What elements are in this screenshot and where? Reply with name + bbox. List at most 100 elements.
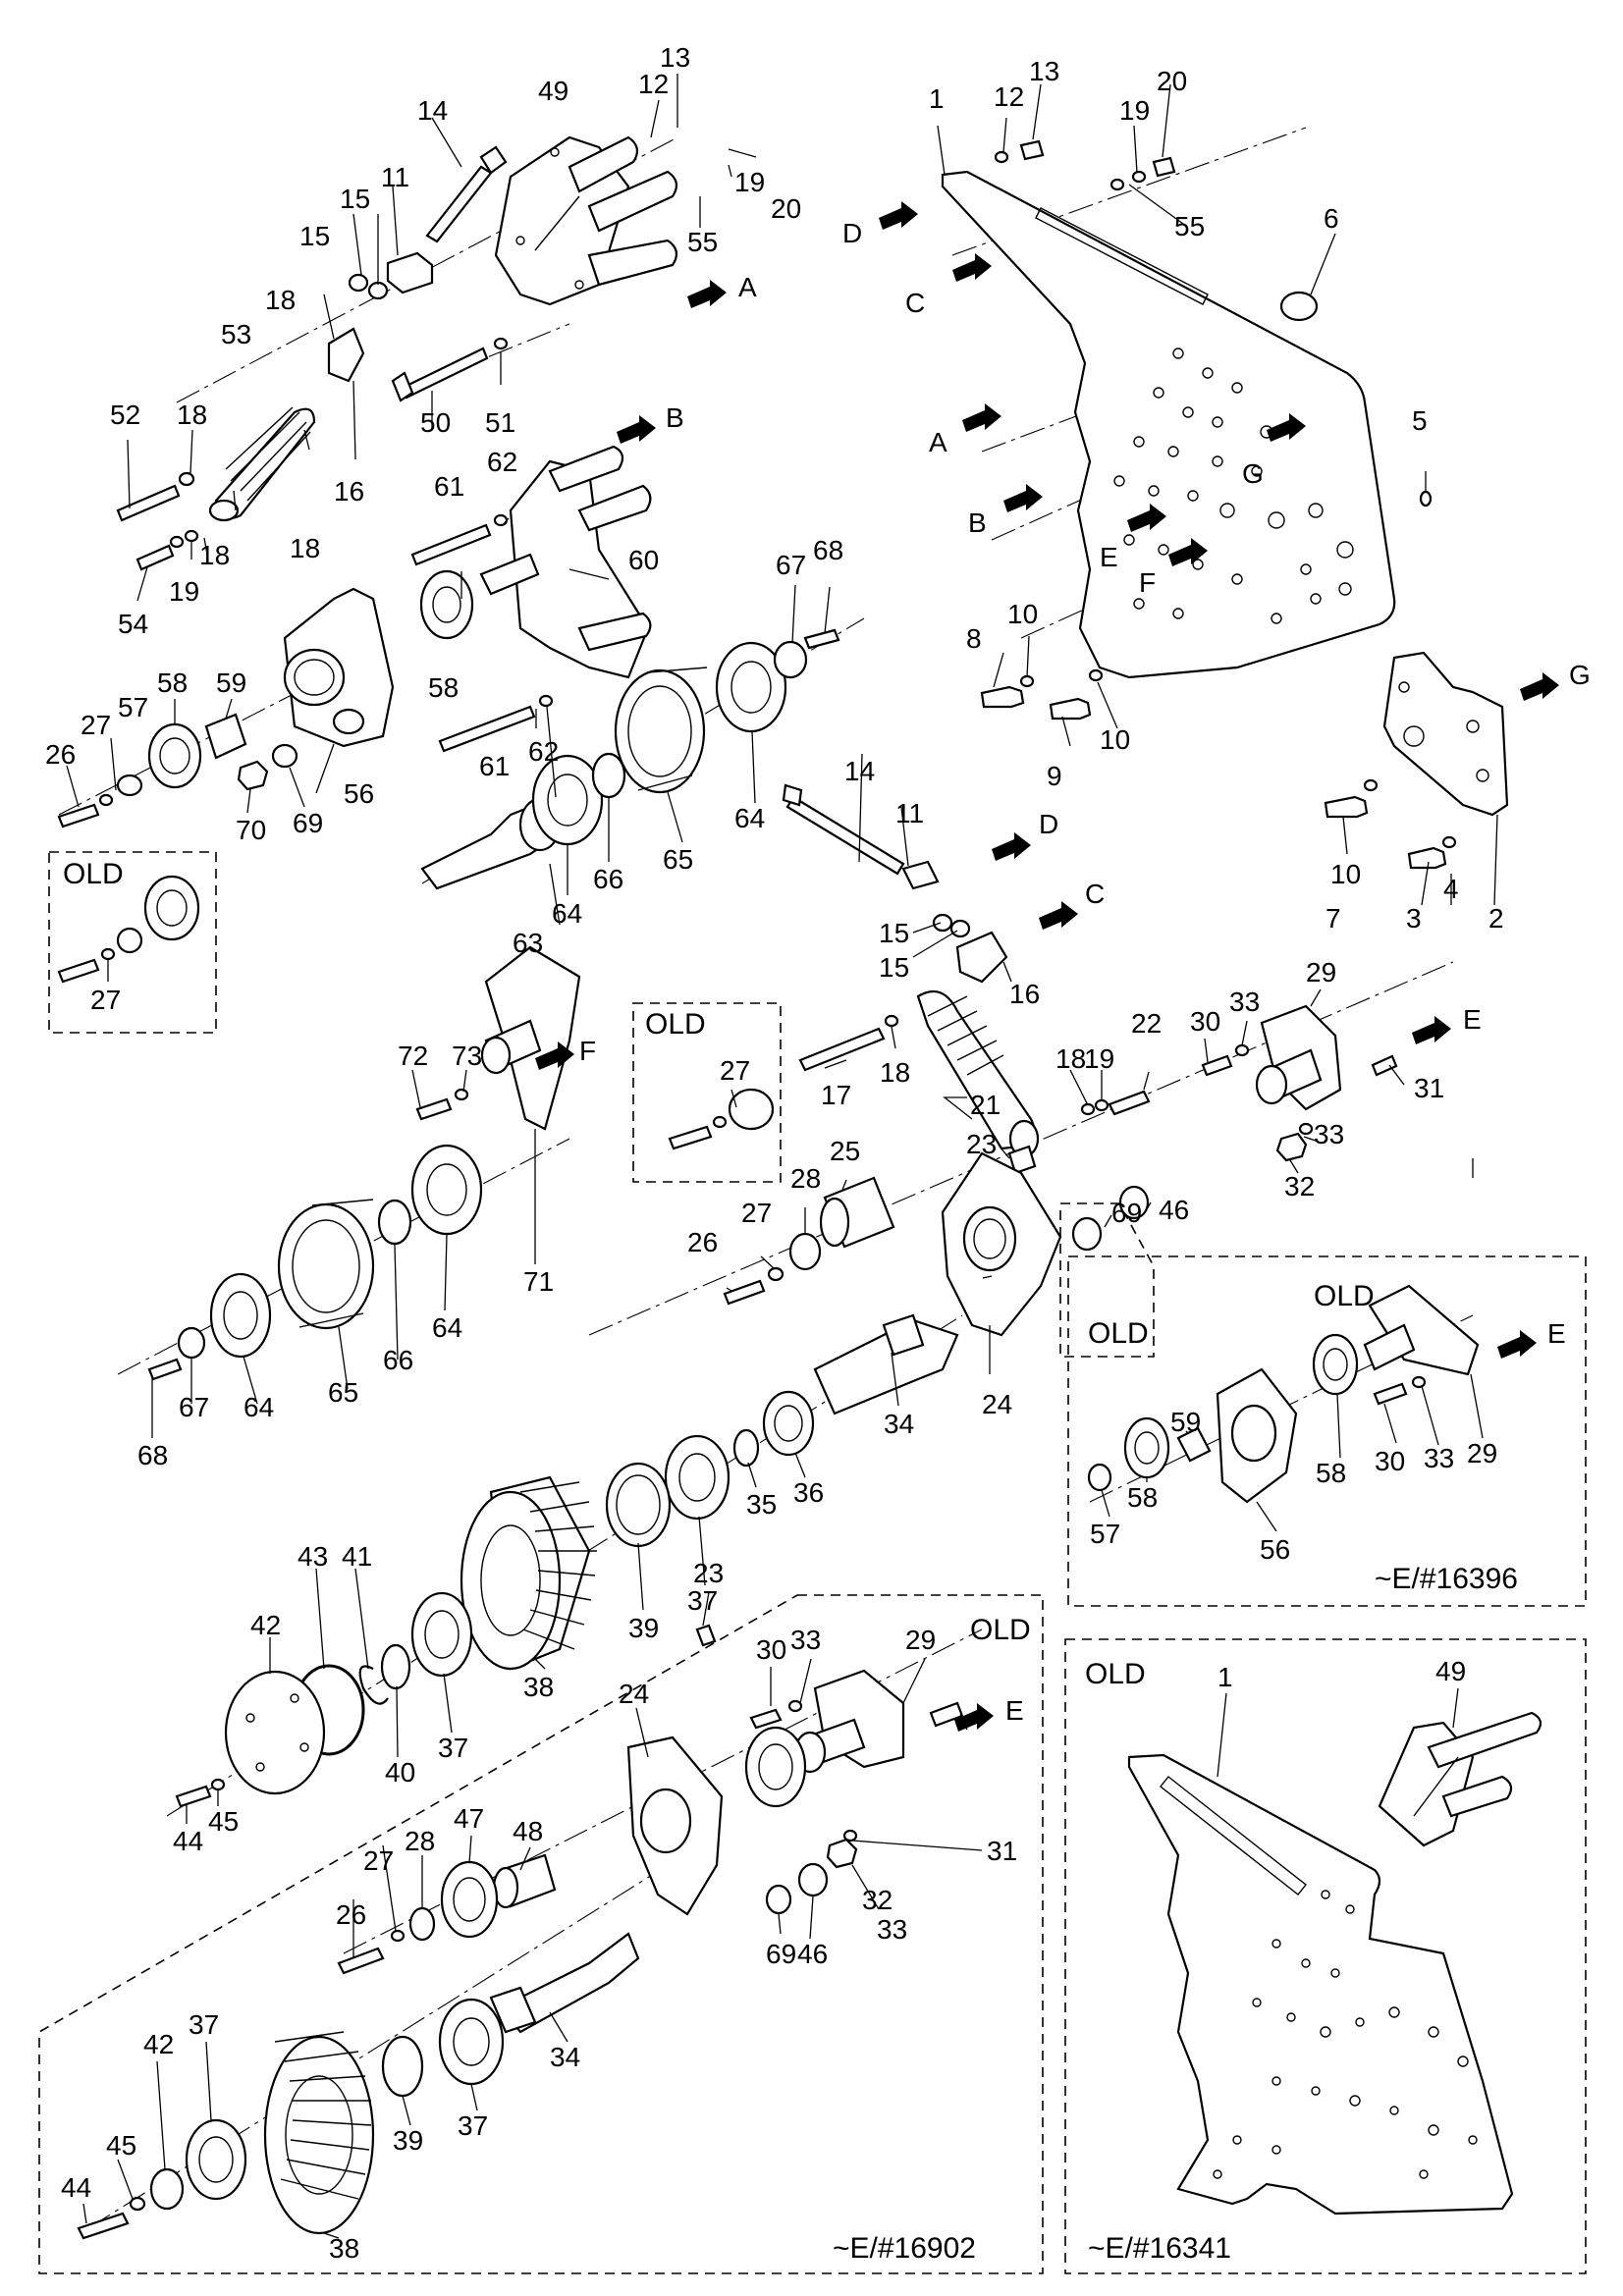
variant-label-old-2: OLD: [645, 1008, 706, 1041]
bearing-64-f-lower: [209, 1272, 272, 1359]
variant-box-old-e16396: [1067, 1255, 1587, 1607]
svg-text:33: 33: [1424, 1443, 1454, 1473]
svg-text:70: 70: [236, 815, 266, 845]
variant-caption-e16396: ~E/#16396: [1375, 1563, 1518, 1595]
svg-text:58: 58: [1127, 1482, 1158, 1513]
block-16-center: [955, 931, 1008, 984]
svg-text:5: 5: [1412, 405, 1428, 436]
svg-text:E: E: [1005, 1695, 1024, 1726]
svg-text:64: 64: [552, 898, 582, 929]
bolt-50: [391, 337, 509, 402]
svg-text:37: 37: [687, 1585, 718, 1616]
svg-text:15: 15: [879, 952, 909, 983]
bush-25: [819, 1176, 895, 1249]
svg-text:67: 67: [179, 1392, 209, 1422]
svg-text:31: 31: [987, 1836, 1017, 1866]
arrow-b-bracket: B: [617, 402, 684, 444]
svg-text:9: 9: [1047, 761, 1062, 791]
bearing-36: [762, 1390, 815, 1457]
svg-text:13: 13: [660, 42, 690, 73]
svg-text:36: 36: [793, 1477, 824, 1508]
svg-text:C: C: [905, 288, 925, 318]
svg-text:30: 30: [756, 1634, 786, 1665]
svg-text:26: 26: [687, 1227, 718, 1257]
washers-26-27-57: [57, 774, 143, 828]
arrow-d-main-plate: D: [842, 201, 918, 248]
arrow-e-main-plate: E: [1100, 504, 1166, 572]
svg-text:58: 58: [1316, 1458, 1346, 1488]
bolt-72-washer-73: [415, 1088, 469, 1121]
svg-text:49: 49: [1435, 1656, 1466, 1686]
svg-text:58: 58: [157, 667, 188, 698]
svg-text:1: 1: [929, 83, 945, 114]
svg-text:30: 30: [1190, 1006, 1220, 1037]
svg-text:19: 19: [169, 576, 199, 607]
svg-text:55: 55: [1174, 211, 1205, 241]
reference-arrows: D C A B E F G A B G D C E F E E: [535, 201, 1591, 1732]
svg-text:8: 8: [966, 623, 982, 654]
svg-text:49: 49: [538, 76, 568, 106]
svg-text:15: 15: [879, 918, 909, 948]
svg-text:73: 73: [452, 1041, 482, 1071]
svg-text:57: 57: [1090, 1519, 1120, 1549]
arrow-a-main-plate: A: [929, 403, 1001, 457]
svg-text:11: 11: [381, 162, 409, 192]
svg-text:13: 13: [1029, 56, 1059, 86]
ring-40: [380, 1643, 411, 1690]
svg-text:23: 23: [966, 1129, 997, 1159]
svg-text:52: 52: [110, 400, 140, 430]
svg-text:19: 19: [734, 167, 765, 197]
variant-box-old-e16341: [1064, 1638, 1587, 2274]
svg-text:37: 37: [189, 2009, 219, 2040]
svg-text:55: 55: [687, 227, 718, 257]
svg-text:26: 26: [45, 739, 76, 770]
main-plate: [941, 170, 1396, 679]
arrow-f-main-plate: F: [1139, 538, 1208, 598]
svg-text:27: 27: [720, 1055, 750, 1086]
variant-label-old-4: OLD: [1314, 1280, 1375, 1312]
svg-text:29: 29: [1467, 1438, 1497, 1468]
block-11-center: [901, 860, 940, 890]
bracket-60: [479, 445, 652, 679]
bolt-26-washer-27-center: [723, 1266, 784, 1306]
arrow-d-tensioner: D: [992, 809, 1058, 861]
svg-text:7: 7: [1325, 903, 1341, 934]
svg-text:20: 20: [1157, 66, 1187, 96]
svg-text:69: 69: [1111, 1198, 1142, 1228]
damper-53: [208, 406, 316, 522]
nuts-15-top: [348, 273, 389, 300]
svg-text:G: G: [1242, 458, 1264, 489]
variant-labels: OLD OLD OLD OLD ~E/#16396 OLD ~E/#16902 …: [63, 858, 1518, 2265]
leader-lines: [66, 74, 1498, 2239]
variant-box-old-e16902: [38, 1594, 1044, 2274]
bearing-37-upper: [664, 1434, 730, 1521]
washer-67-bolt-68-f: [147, 1326, 206, 1381]
svg-text:10: 10: [1100, 724, 1130, 755]
svg-text:61: 61: [434, 471, 464, 502]
bearing-37-lower: [410, 1591, 473, 1678]
svg-text:67: 67: [776, 550, 806, 580]
svg-text:40: 40: [385, 1757, 415, 1788]
svg-text:C: C: [1085, 879, 1105, 909]
ring-66-f: [377, 1199, 412, 1246]
bearing-58-middle: [419, 569, 474, 640]
snap-ring-41: [358, 1665, 389, 1705]
old-washer-parts: [57, 875, 200, 984]
cover-42-main: [224, 1670, 326, 1795]
arrow-g-main-plate: G: [1242, 413, 1306, 489]
bolt-61-upper: [410, 513, 509, 566]
svg-text:38: 38: [329, 2233, 359, 2264]
bearing-64-left: [531, 754, 604, 846]
variant-label-old-6: OLD: [1085, 1658, 1146, 1690]
svg-text:69: 69: [293, 808, 323, 838]
svg-text:47: 47: [454, 1803, 484, 1834]
svg-text:E: E: [1100, 542, 1118, 572]
variant-label-old-1: OLD: [63, 858, 124, 890]
svg-text:27: 27: [90, 985, 121, 1015]
block-11-top: [386, 251, 434, 294]
variant-label-old-3: OLD: [1088, 1317, 1149, 1350]
arrow-e-flange: E: [1412, 1004, 1482, 1044]
pin-23-center: [1007, 1145, 1037, 1175]
svg-text:B: B: [666, 402, 684, 433]
svg-text:12: 12: [638, 69, 669, 99]
